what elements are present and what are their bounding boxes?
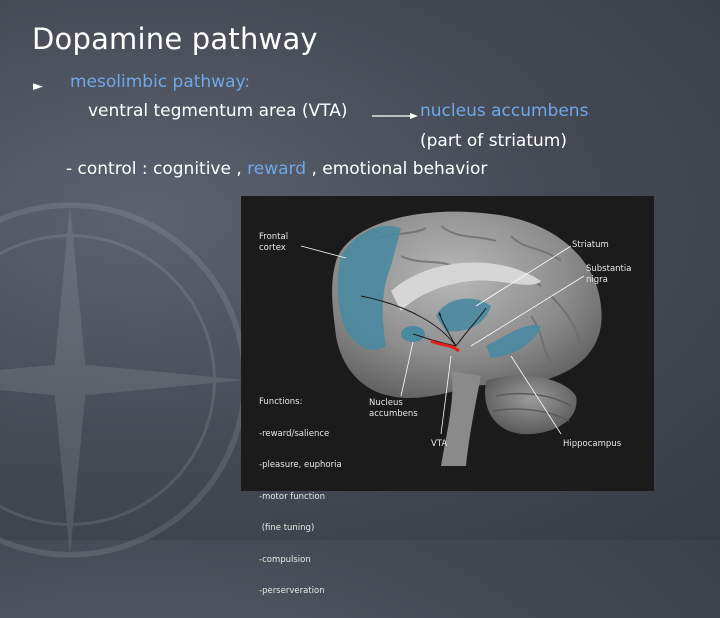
hippocampus-highlight — [486, 325, 541, 358]
control-text-c: , emotional behavior — [306, 159, 488, 179]
arrow-right-icon — [372, 113, 418, 119]
frontal-cortex-highlight — [337, 225, 401, 351]
function-item: -compulsion — [259, 554, 311, 565]
cerebellum-shape — [485, 375, 577, 435]
vta-label-text: ventral tegmentum area (VTA) — [88, 101, 348, 121]
striatum-label: Striatum — [572, 240, 609, 250]
function-item: -motor function — [259, 491, 325, 502]
vta-label: VTA — [431, 439, 448, 449]
frontal-cortex-label: Frontal cortex — [259, 232, 289, 253]
function-item: -reward/salience — [259, 428, 330, 439]
compass-watermark — [0, 202, 248, 558]
bullet-line-pathway: mesolimbic pathway: — [70, 72, 251, 92]
striatum-highlight — [436, 298, 491, 332]
triangle-right-icon: ► — [33, 79, 43, 94]
brain-figure: Frontal cortex Striatum Substantia nigra… — [241, 196, 654, 596]
function-item: -pleasure, euphoria — [259, 460, 342, 470]
slide-title: Dopamine pathway — [32, 22, 318, 56]
striatum-note-text: (part of striatum) — [420, 131, 567, 151]
substantia-nigra-label: Substantia nigra — [586, 264, 632, 285]
hippocampus-label: Hippocampus — [563, 439, 622, 449]
brainstem-shape — [441, 371, 481, 466]
function-item: -perserveration — [259, 586, 325, 596]
brain-illustration — [300, 211, 602, 466]
nucleus-accumbens-label: Nucleus accumbens — [369, 398, 418, 419]
vta-highlight — [430, 339, 460, 353]
corpus-callosum-shape — [391, 262, 541, 311]
functions-title: Functions: — [259, 397, 303, 407]
nucleus-accumbens-text: nucleus accumbens — [420, 101, 589, 121]
functions-list: Functions: -reward/salience -pleasure, e… — [259, 376, 342, 618]
control-line: - control : cognitive , reward , emotion… — [66, 159, 487, 179]
function-item: (fine tuning) — [259, 523, 315, 533]
control-text-a: - control : cognitive , — [66, 159, 248, 179]
reward-text: reward — [247, 159, 307, 179]
